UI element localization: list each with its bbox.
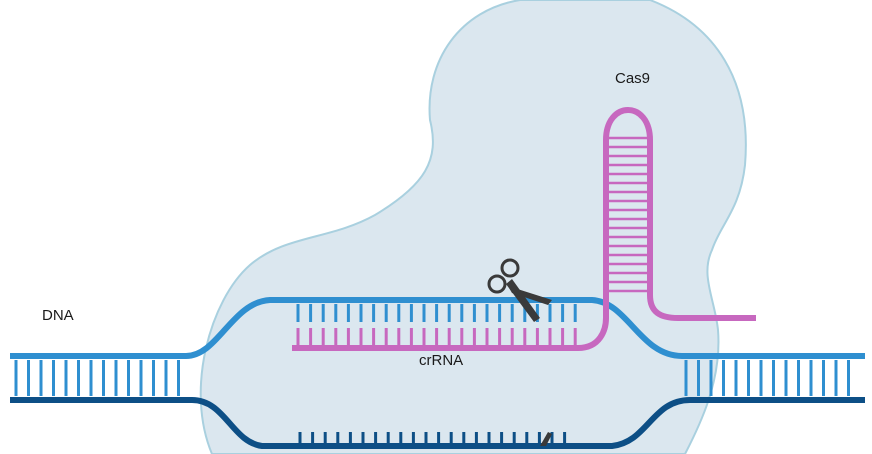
bottom-cut-mark <box>540 432 552 446</box>
hairpin-rungs <box>609 136 647 293</box>
dna-top-strand <box>10 297 865 359</box>
crrna-label: crRNA <box>419 352 463 369</box>
dna-bottom-teeth <box>298 432 567 443</box>
dna-label: DNA <box>42 307 74 324</box>
dna-base-pairs-left <box>14 360 180 396</box>
cas9-protein <box>199 0 747 454</box>
cas9-label: Cas9 <box>615 70 650 87</box>
crrna-strand <box>292 107 756 351</box>
dna-top-teeth <box>296 304 577 322</box>
dna-base-pairs-right <box>684 360 850 396</box>
crrna-teeth <box>296 328 577 345</box>
scissors-icon <box>487 258 552 322</box>
dna-bottom-strand <box>10 397 865 449</box>
